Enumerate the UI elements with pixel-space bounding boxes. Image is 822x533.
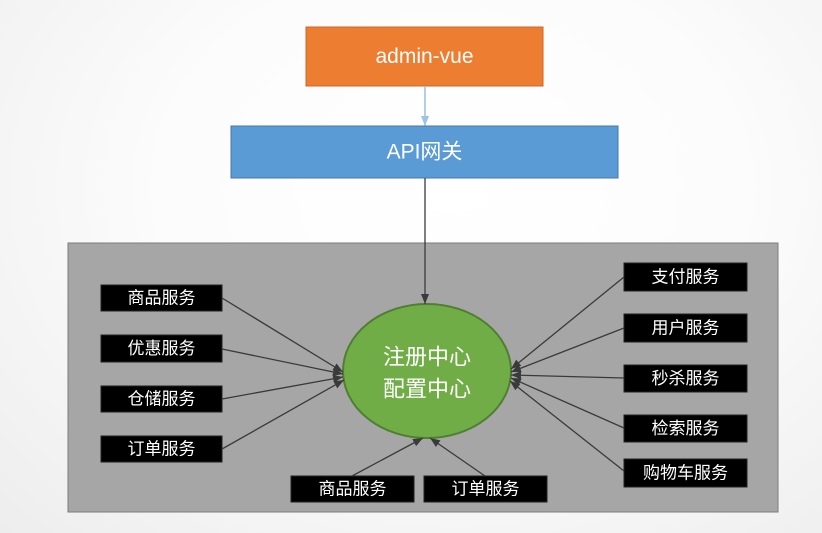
service-label: 商品服务 <box>319 480 387 499</box>
left-services: 商品服务 优惠服务 仓储服务 订单服务 <box>100 284 223 463</box>
config-center-label: 配置中心 <box>383 377 471 402</box>
service-node-left-2: 优惠服务 <box>100 334 223 363</box>
admin-vue-label: admin-vue <box>375 45 473 68</box>
api-gateway-node: API网关 <box>230 125 619 179</box>
registry-center-label: 注册中心 <box>383 345 471 370</box>
arrow-right-2-to-center <box>510 327 625 373</box>
service-label: 订单服务 <box>128 440 196 459</box>
registry-config-center-ellipse <box>342 303 512 439</box>
service-label: 秒杀服务 <box>652 369 720 388</box>
service-box <box>100 334 223 363</box>
api-gateway-box <box>230 125 619 179</box>
service-label: 仓储服务 <box>128 390 196 409</box>
service-node-left-3: 仓储服务 <box>100 385 223 413</box>
service-box <box>623 458 748 488</box>
service-node-right-3: 秒杀服务 <box>623 364 748 393</box>
arrow-left-2-to-center <box>221 348 344 376</box>
arrow-right-1-to-center <box>510 276 625 370</box>
service-node-left-4: 订单服务 <box>100 435 223 463</box>
service-node-right-4: 检索服务 <box>623 414 748 443</box>
arrow-bottom-2-to-center <box>429 437 486 477</box>
service-node-right-5: 购物车服务 <box>623 458 748 488</box>
registry-config-center-node: 注册中心 配置中心 <box>342 303 512 439</box>
right-services: 支付服务 用户服务 秒杀服务 检索服务 购物车服务 <box>623 262 748 488</box>
service-label: 支付服务 <box>652 268 720 287</box>
arrow-right-5-to-center <box>509 380 625 472</box>
arrow-left-4-to-center <box>221 379 345 450</box>
service-node-right-1: 支付服务 <box>623 262 748 292</box>
bottom-services: 商品服务 订单服务 <box>290 475 548 503</box>
service-label: 用户服务 <box>652 319 720 338</box>
service-box <box>423 475 548 503</box>
arrow-left-1-to-center <box>221 297 344 373</box>
arrow-right-3-to-center <box>510 371 625 380</box>
service-label: 优惠服务 <box>128 339 196 358</box>
arrow-right-4-to-center <box>510 377 625 429</box>
service-box <box>623 364 748 393</box>
admin-vue-node: admin-vue <box>305 26 544 87</box>
arrow-bottom-1-to-center <box>351 437 424 477</box>
service-node-left-1: 商品服务 <box>100 284 223 312</box>
arrow-left-3-to-center <box>221 374 344 400</box>
service-label: 购物车服务 <box>643 464 728 483</box>
service-box <box>290 475 415 503</box>
edges <box>221 178 625 477</box>
service-node-bottom-2: 订单服务 <box>423 475 548 503</box>
service-box <box>100 385 223 413</box>
service-box <box>623 414 748 443</box>
service-box <box>623 313 748 343</box>
admin-vue-box <box>305 26 544 87</box>
api-gateway-label: API网关 <box>387 141 463 164</box>
service-label: 商品服务 <box>128 289 196 308</box>
service-node-bottom-1: 商品服务 <box>290 475 415 503</box>
service-label: 检索服务 <box>652 419 720 438</box>
service-label: 订单服务 <box>452 480 520 499</box>
service-box <box>100 435 223 463</box>
service-node-right-2: 用户服务 <box>623 313 748 343</box>
